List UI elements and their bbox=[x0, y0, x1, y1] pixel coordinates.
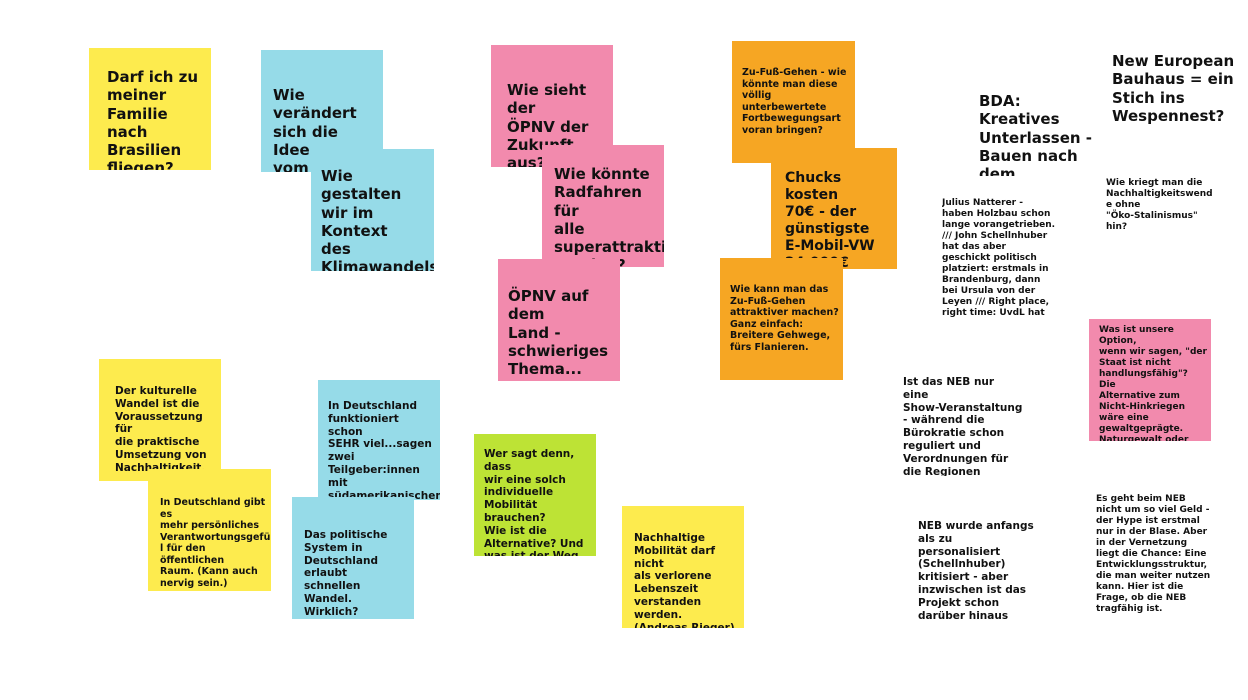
sticky-note-handlungsfaehig[interactable]: Was ist unsere Option, wenn wir sagen, "… bbox=[1089, 319, 1211, 441]
note-text: Das politische System in Deutschland erl… bbox=[304, 529, 388, 618]
note-text: Der kulturelle Wandel ist die Voraussetz… bbox=[115, 385, 207, 474]
sticky-note-deutschland-funktioniert[interactable]: In Deutschland funktioniert schon SEHR v… bbox=[318, 380, 440, 500]
note-text: Zu-Fuß-Gehen - wie könnte man diese völl… bbox=[742, 67, 847, 136]
sticky-note-brasilien[interactable]: Darf ich zu meiner Familie nach Brasilie… bbox=[89, 48, 211, 170]
text-content: Julius Natterer - haben Holzbau schon la… bbox=[942, 198, 1056, 318]
text-natterer[interactable]: Julius Natterer - haben Holzbau schon la… bbox=[942, 198, 1062, 318]
text-content: NEB wurde anfangs als zu personalisiert … bbox=[918, 520, 1034, 620]
note-text: In Deutschland funktioniert schon SEHR v… bbox=[328, 400, 440, 500]
sticky-note-klimawandel[interactable]: Wie gestalten wir im Kontext des Klimawa… bbox=[311, 149, 434, 271]
text-content: Es geht beim NEB nicht um so viel Geld -… bbox=[1096, 494, 1211, 614]
sticky-note-oepnv-land[interactable]: ÖPNV auf dem Land - schwieriges Thema... bbox=[498, 259, 620, 381]
note-text: Darf ich zu meiner Familie nach Brasilie… bbox=[107, 68, 199, 170]
sticky-note-gehwege[interactable]: Wie kann man das Zu-Fuß-Gehen attraktive… bbox=[720, 258, 843, 380]
text-show-veranstaltung[interactable]: Ist das NEB nur eine Show-Veranstaltung … bbox=[903, 376, 1023, 476]
note-text: Nachhaltige Mobilität darf nicht als ver… bbox=[634, 532, 735, 628]
text-neb-personalisiert[interactable]: NEB wurde anfangs als zu personalisiert … bbox=[918, 520, 1038, 620]
note-text: Wer sagt denn, dass wir eine solch indiv… bbox=[484, 448, 584, 556]
text-neb-wespennest[interactable]: New European Bauhaus = ein Stich ins Wes… bbox=[1112, 52, 1242, 124]
text-content: New European Bauhaus = ein Stich ins Wes… bbox=[1112, 52, 1235, 124]
note-text: Wie gestalten wir im Kontext des Klimawa… bbox=[321, 167, 434, 271]
note-text: Was ist unsere Option, wenn wir sagen, "… bbox=[1099, 325, 1207, 441]
sticky-note-chucks[interactable]: Chucks kosten 70€ - der günstigste E-Mob… bbox=[771, 148, 897, 269]
sticky-note-kultureller-wandel[interactable]: Der kulturelle Wandel ist die Voraussetz… bbox=[99, 359, 221, 481]
text-oeko-stalinismus[interactable]: Wie kriegt man die Nachhaltigkeitswend e… bbox=[1106, 178, 1224, 238]
note-text: Wie könnte Radfahren für alle superattra… bbox=[554, 165, 664, 267]
sticky-note-politisches-system[interactable]: Das politische System in Deutschland erl… bbox=[292, 497, 414, 619]
text-content: Wie kriegt man die Nachhaltigkeitswend e… bbox=[1106, 178, 1213, 232]
note-text: In Deutschland gibt es mehr persönliches… bbox=[160, 497, 271, 590]
text-content: Ist das NEB nur eine Show-Veranstaltung … bbox=[903, 376, 1023, 476]
sticky-note-zu-fuss-gehen[interactable]: Zu-Fuß-Gehen - wie könnte man diese völl… bbox=[732, 41, 855, 163]
text-content: BDA: Kreatives Unterlassen - Bauen nach … bbox=[979, 92, 1093, 176]
note-text: Wie sieht der ÖPNV der Zukunft aus? bbox=[507, 81, 589, 167]
sticky-note-nachhaltige-mobilitaet[interactable]: Nachhaltige Mobilität darf nicht als ver… bbox=[622, 506, 744, 628]
sticky-note-individuelle-mobilitaet[interactable]: Wer sagt denn, dass wir eine solch indiv… bbox=[474, 434, 596, 556]
sticky-note-radfahren[interactable]: Wie könnte Radfahren für alle superattra… bbox=[542, 145, 664, 267]
note-text: ÖPNV auf dem Land - schwieriges Thema... bbox=[508, 287, 609, 379]
text-neb-geld[interactable]: Es geht beim NEB nicht um so viel Geld -… bbox=[1096, 494, 1216, 620]
note-text: Wie kann man das Zu-Fuß-Gehen attraktive… bbox=[730, 284, 839, 353]
text-bda[interactable]: BDA: Kreatives Unterlassen - Bauen nach … bbox=[979, 92, 1099, 176]
note-text: Chucks kosten 70€ - der günstigste E-Mob… bbox=[785, 170, 875, 269]
sticky-note-verantwortung[interactable]: In Deutschland gibt es mehr persönliches… bbox=[148, 469, 271, 591]
